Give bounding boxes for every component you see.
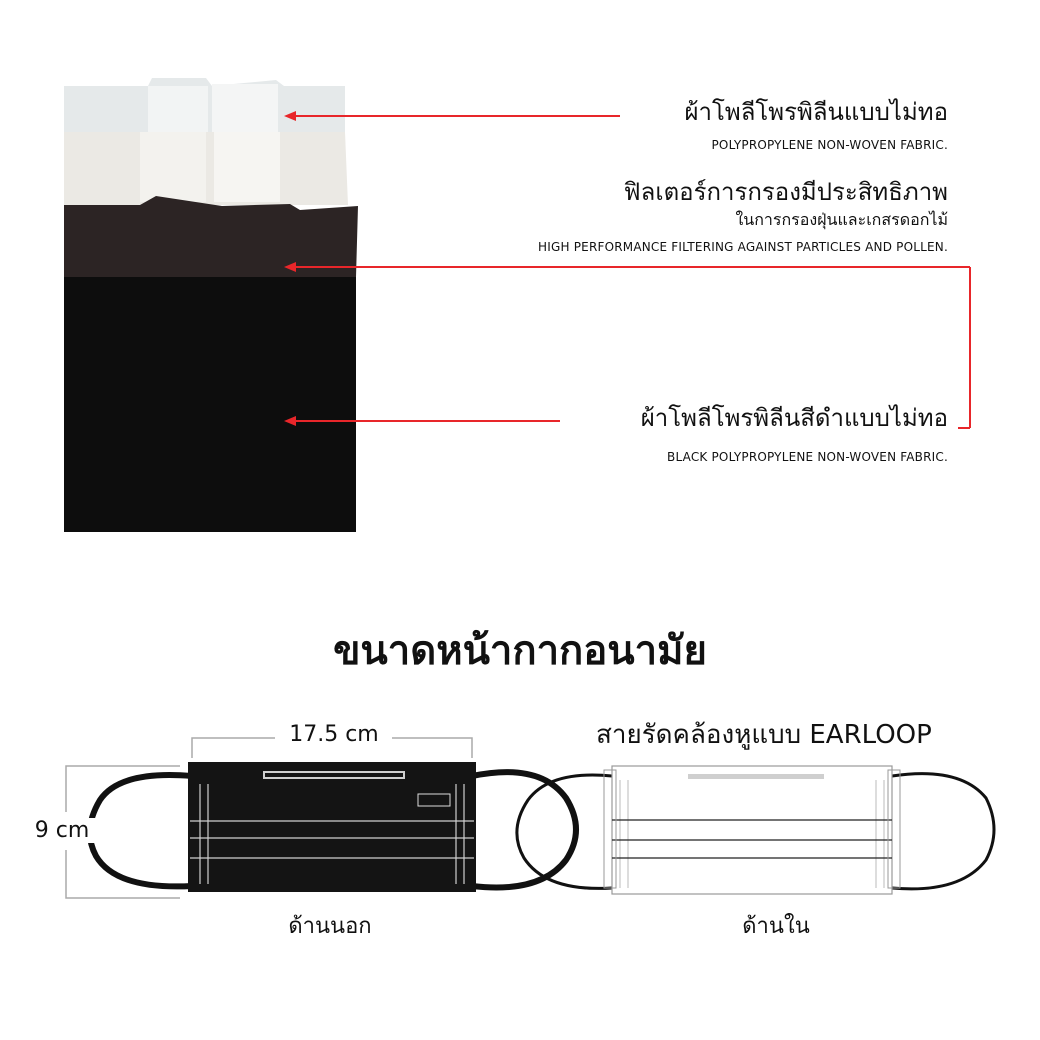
arrow-head-1 (284, 111, 296, 121)
layer-filter-pleat (214, 132, 280, 202)
layer-2-thai-label: ฟิลเตอร์การกรองมีประสิทธิภาพ (623, 178, 948, 206)
layer-1-thai-label: ผ้าโพลีโพรพิลีนแบบไม่ทอ (684, 98, 948, 126)
width-dimension-line (191, 737, 275, 758)
layer-2-thai-sublabel: ในการกรองฝุ่นและเกสรดอกไม้ (735, 210, 948, 229)
layer-3-english-label: BLACK POLYPROPYLENE NON-WOVEN FABRIC. (667, 450, 948, 464)
inner-mask (515, 765, 996, 895)
ear-loop-left (515, 773, 613, 890)
layer-3-thai-label: ผ้าโพลีโพรพิลีนสีดำแบบไม่ทอ (640, 404, 948, 432)
ear-loop-right (471, 769, 579, 891)
height-dimension-line (65, 850, 180, 899)
ear-loop-left (87, 772, 193, 890)
width-dimension-label: 17.5 cm (289, 722, 379, 747)
width-dimension-line (392, 737, 473, 758)
nose-wire (688, 774, 824, 779)
ear-loop-right (891, 772, 996, 891)
layer-white-pleat (212, 84, 278, 132)
layer-black-fabric (64, 277, 356, 532)
mask-body-inner (611, 765, 893, 895)
height-dimension-line (65, 765, 180, 812)
arrow-head-2 (284, 262, 296, 272)
inner-side-label: ด้านใน (742, 914, 810, 939)
layer-1-english-label: POLYPROPYLENE NON-WOVEN FABRIC. (711, 138, 948, 152)
height-dimension-label: 9 cm (22, 818, 102, 843)
outer-side-label: ด้านนอก (288, 914, 372, 939)
earloop-label: สายรัดคล้องหูแบบ EARLOOP (596, 720, 932, 750)
arrow-head-3 (284, 416, 296, 426)
layer-2-english-label: HIGH PERFORMANCE FILTERING AGAINST PARTI… (538, 240, 948, 254)
layer-white-pleat (148, 86, 208, 132)
layer-filter-pleat (140, 132, 206, 202)
layer-dark-brown (64, 196, 358, 277)
mask-body-outer (188, 762, 476, 892)
outer-mask (87, 762, 579, 892)
brand-logo (417, 793, 451, 807)
nose-wire (263, 771, 405, 779)
size-section-title: ขนาดหน้ากากอนามัย (333, 628, 707, 674)
